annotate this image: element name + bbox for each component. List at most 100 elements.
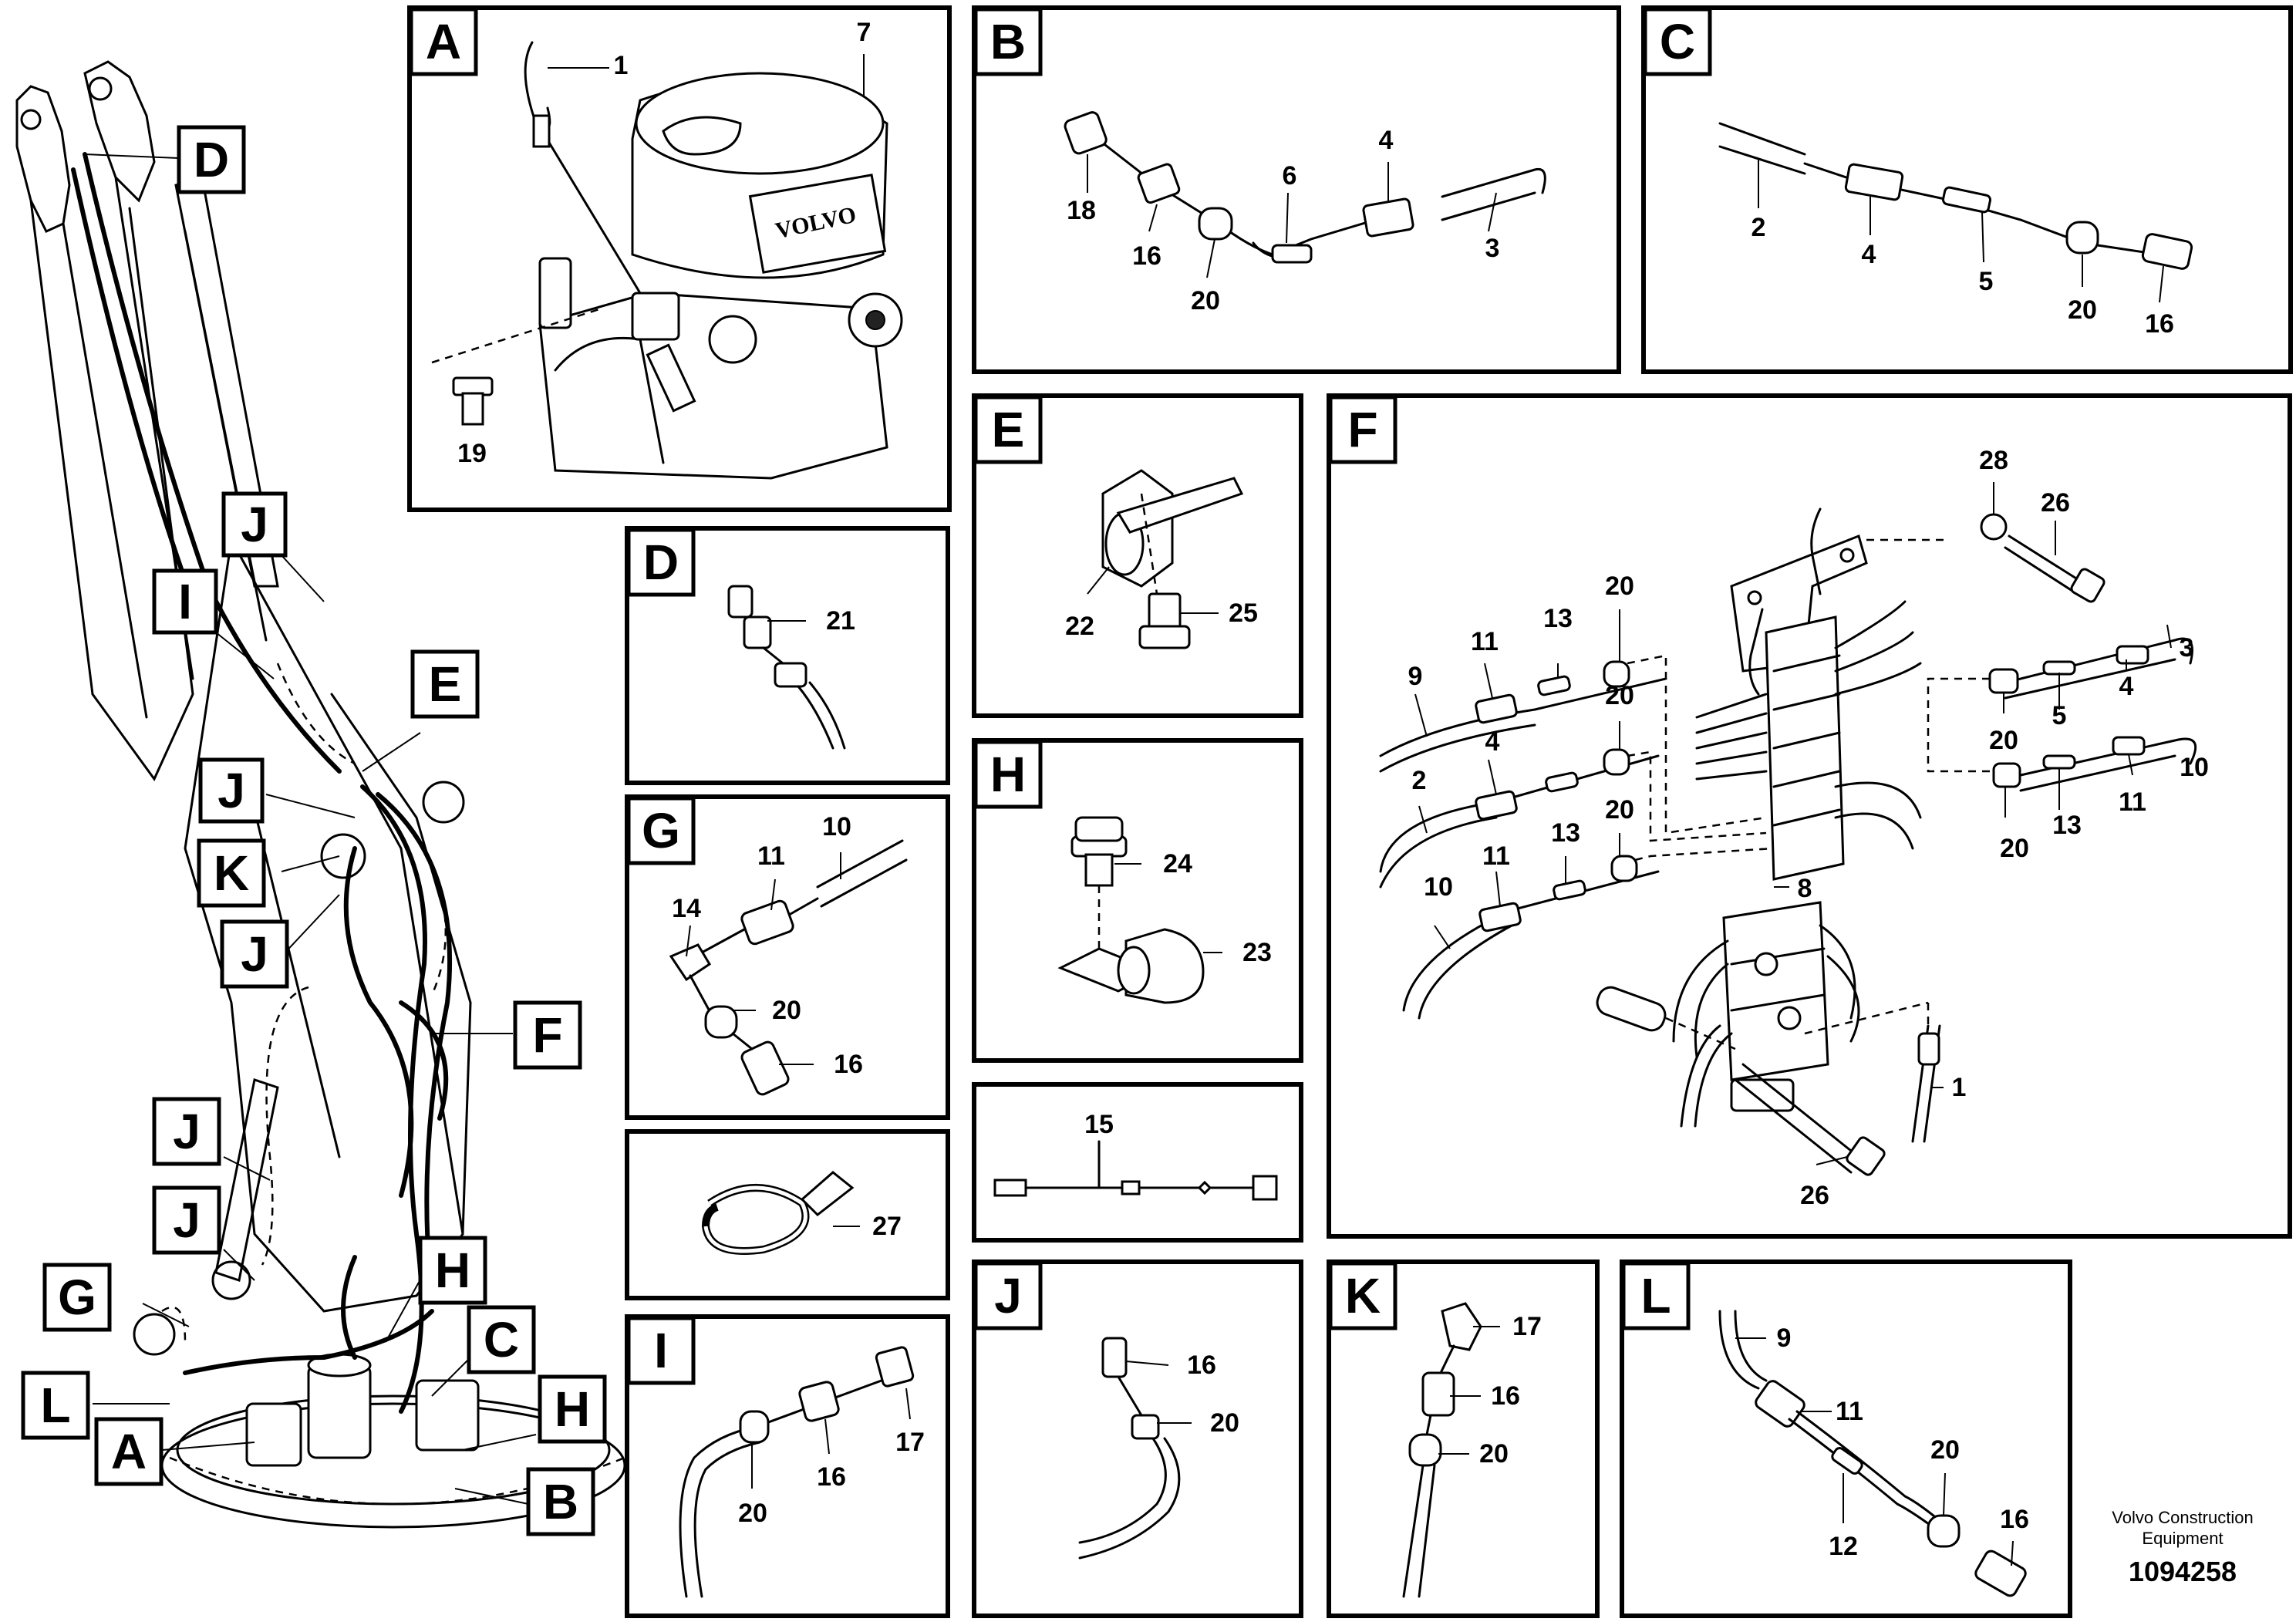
panel-cable-tie: 27 [625,1129,950,1300]
svg-text:13: 13 [2052,811,2082,840]
panel-C: C 2 4 5 20 16 [1641,5,2293,374]
svg-text:20: 20 [2068,295,2097,325]
svg-text:11: 11 [2119,787,2146,817]
svg-text:18: 18 [1067,196,1096,225]
company-line-1: Volvo Construction [2112,1508,2253,1527]
svg-text:3: 3 [2180,633,2194,663]
panel-F: F [1327,393,2292,1239]
svg-text:27: 27 [872,1212,902,1241]
svg-text:G: G [642,803,680,858]
svg-text:20: 20 [1989,726,2018,755]
svg-text:2: 2 [1752,213,1766,242]
svg-text:22: 22 [1065,612,1094,641]
svg-text:11: 11 [1482,841,1510,871]
svg-text:20: 20 [1930,1435,1960,1465]
overview-leaders [84,153,537,1505]
callout-L: L [21,1371,90,1440]
svg-text:B: B [543,1474,578,1529]
svg-text:10: 10 [2180,753,2209,782]
svg-text:E: E [429,656,462,712]
callout-F: F [513,1000,582,1070]
svg-text:C: C [484,1312,519,1367]
svg-text:F: F [1347,402,1377,457]
svg-text:16: 16 [817,1462,846,1492]
svg-text:20: 20 [2000,834,2029,863]
svg-text:3: 3 [1485,234,1500,263]
svg-text:L: L [40,1378,70,1433]
svg-text:J: J [173,1104,201,1159]
svg-text:8: 8 [1798,874,1812,903]
svg-text:11: 11 [1471,627,1499,656]
svg-text:10: 10 [1424,872,1453,902]
svg-text:6: 6 [1283,161,1297,191]
svg-text:16: 16 [1187,1351,1216,1380]
svg-text:20: 20 [1605,795,1634,824]
callout-J-6: J [152,1185,221,1255]
svg-text:I: I [178,574,192,629]
overview-illustration [15,60,626,1529]
svg-text:11: 11 [1836,1397,1863,1426]
svg-text:16: 16 [834,1050,863,1079]
callout-A: A [94,1417,164,1486]
svg-text:1: 1 [614,51,629,80]
svg-text:J: J [241,497,268,552]
svg-text:4: 4 [1379,126,1394,155]
svg-text:4: 4 [1862,240,1876,269]
svg-text:1: 1 [1952,1073,1967,1102]
panel-D: D 21 [625,526,950,785]
svg-text:20: 20 [1479,1439,1509,1469]
svg-text:16: 16 [1491,1381,1520,1411]
panel-I: I 17 17 16 20 [625,1314,950,1618]
svg-text:4: 4 [2119,672,2134,701]
svg-text:J: J [994,1268,1022,1324]
svg-text:5: 5 [2052,701,2067,730]
svg-text:A: A [426,14,461,69]
svg-text:2: 2 [1412,766,1427,795]
svg-text:20: 20 [1605,681,1634,710]
svg-text:D: D [643,534,679,590]
callout-J-5: J [152,1097,221,1166]
svg-text:I: I [654,1323,668,1378]
callout-D: D [177,125,246,194]
panel-wire: 15 [972,1082,1303,1243]
svg-text:20: 20 [772,996,801,1025]
svg-text:19: 19 [457,439,487,468]
svg-text:H: H [435,1243,470,1298]
svg-text:F: F [532,1007,562,1063]
svg-text:J: J [173,1192,201,1248]
overview-callouts: D J I J E K J F J J G H C L H A B [21,125,607,1536]
footer: Volvo Construction Equipment 1094258 [2112,1508,2253,1587]
svg-text:25: 25 [1229,599,1258,628]
svg-text:14: 14 [672,894,701,923]
svg-text:16: 16 [2000,1505,2029,1534]
svg-text:K: K [1345,1268,1381,1324]
panel-J: J 16 20 [972,1259,1303,1618]
svg-text:20: 20 [1605,572,1634,601]
company-line-2: Equipment [2142,1529,2223,1548]
drawing-number: 1094258 [2129,1556,2237,1587]
callout-I: I [152,568,218,635]
svg-text:E: E [992,402,1025,457]
svg-text:K: K [214,845,249,901]
svg-text:13: 13 [1551,818,1580,848]
panel-A: A VOLVO 1 7 19 [407,5,952,512]
callout-J-2: J [198,757,265,824]
svg-text:15: 15 [1084,1110,1114,1139]
svg-text:17: 17 [1512,1312,1542,1341]
svg-text:12: 12 [1829,1532,1858,1561]
callout-J-4: J [220,919,289,989]
svg-text:26: 26 [1800,1181,1829,1210]
svg-text:24: 24 [1163,849,1192,878]
svg-text:J: J [217,763,245,818]
svg-text:16: 16 [1132,241,1161,271]
callout-B: B [526,1467,595,1536]
svg-text:A: A [111,1424,147,1479]
svg-text:20: 20 [738,1499,767,1528]
callout-K: K [197,838,266,908]
callout-C: C [467,1305,536,1374]
svg-text:26: 26 [2041,488,2070,518]
svg-text:9: 9 [1408,662,1423,691]
panel-H: H 24 23 [972,738,1303,1063]
svg-text:13: 13 [1543,604,1573,633]
